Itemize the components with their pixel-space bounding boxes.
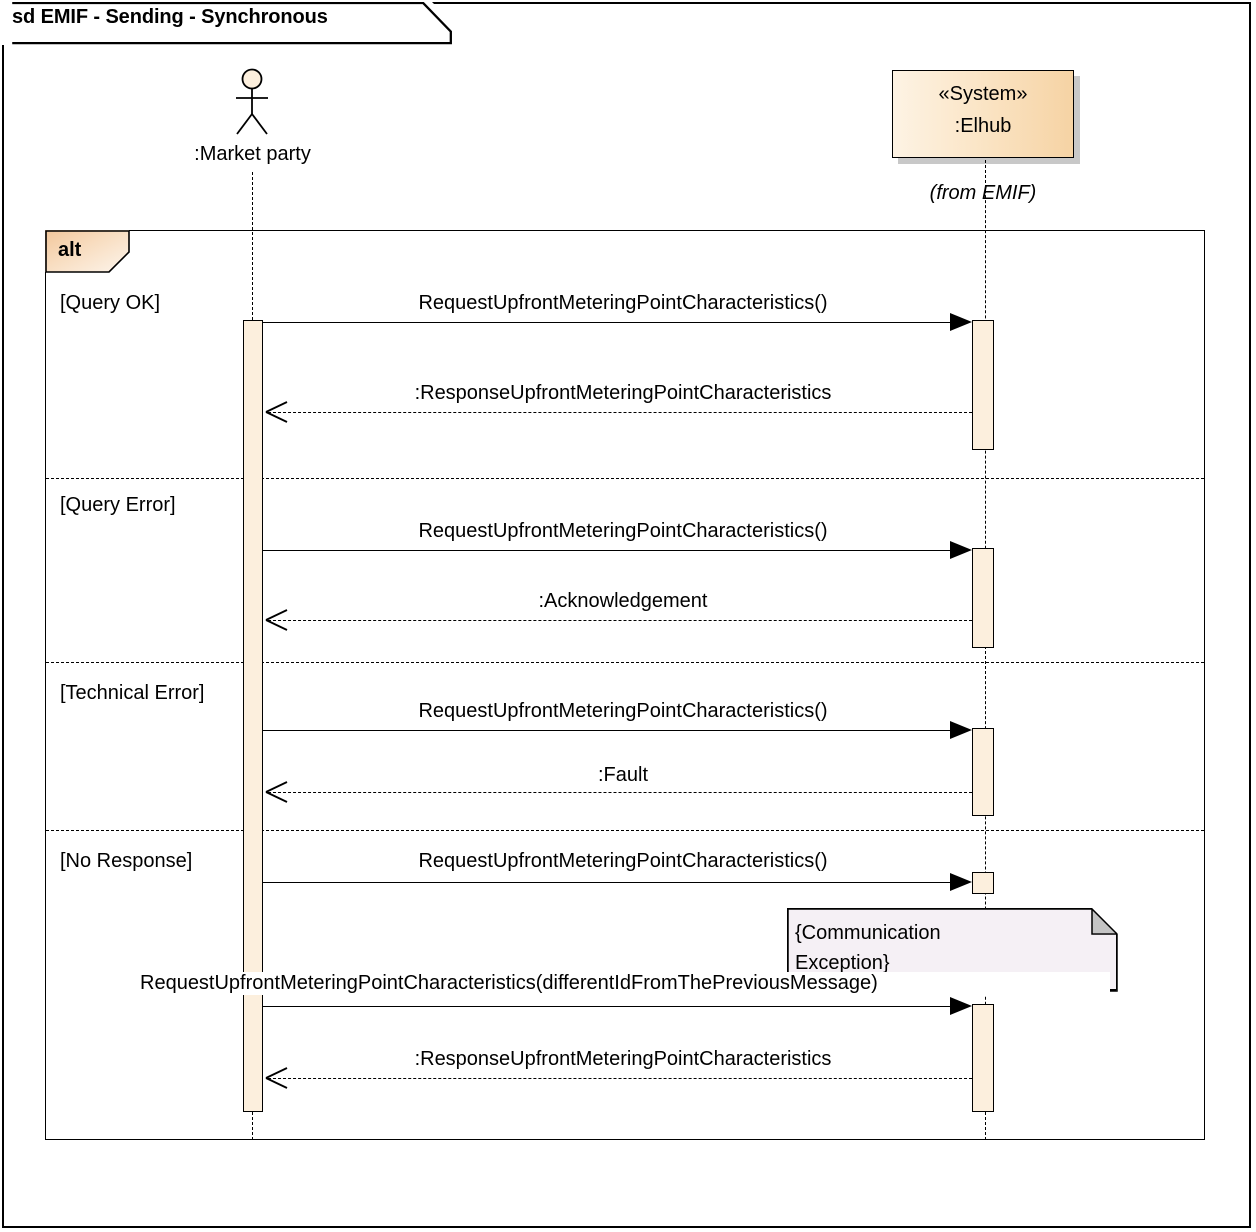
activation-elhub-query-error — [972, 548, 994, 648]
message-label-reply-2: :Acknowledgement — [538, 590, 708, 612]
arrowhead-reply-4 — [265, 1067, 288, 1089]
message-label-request-2: RequestUpfrontMeteringPointCharacteristi… — [418, 520, 828, 542]
message-label-request-3: RequestUpfrontMeteringPointCharacteristi… — [418, 700, 828, 722]
arrowhead-reply-2 — [265, 609, 288, 631]
guard-technical-error: [Technical Error] — [60, 682, 205, 704]
arrowhead-request-5 — [950, 997, 972, 1015]
lifeline-elhub — [985, 160, 986, 1140]
message-line-request-4 — [263, 882, 963, 883]
actor-icon — [236, 68, 268, 135]
message-line-request-1 — [263, 322, 963, 323]
note-text-line-1: {Communication — [795, 922, 941, 944]
guard-query-error: [Query Error] — [60, 494, 176, 516]
message-label-request-5: RequestUpfrontMeteringPointCharacteristi… — [140, 972, 1110, 995]
system-box-elhub: «System» :Elhub — [892, 70, 1074, 158]
actor-label-market-party: :Market party — [194, 143, 311, 165]
arrowhead-reply-1 — [265, 401, 288, 423]
message-line-reply-2 — [268, 620, 972, 621]
message-line-request-2 — [263, 550, 963, 551]
guard-query-ok: [Query OK] — [60, 292, 161, 314]
system-package-qualifier: (from EMIF) — [929, 182, 1037, 204]
activation-elhub-no-response — [972, 872, 994, 894]
message-label-request-4: RequestUpfrontMeteringPointCharacteristi… — [418, 850, 828, 872]
message-label-reply-3: :Fault — [597, 764, 649, 786]
message-line-request-5 — [263, 1006, 963, 1007]
system-stereotype: «System» — [938, 83, 1028, 105]
alt-separator-1 — [46, 478, 1204, 479]
alt-fragment-tab-outline — [45, 230, 130, 273]
message-label-request-1: RequestUpfrontMeteringPointCharacteristi… — [418, 292, 828, 314]
message-line-reply-3 — [268, 792, 972, 793]
message-label-reply-4: :ResponseUpfrontMeteringPointCharacteris… — [414, 1048, 832, 1070]
note-text-line-2: Exception} — [795, 952, 890, 974]
system-name: :Elhub — [954, 115, 1012, 137]
alt-separator-2 — [46, 662, 1204, 663]
message-line-request-3 — [263, 730, 963, 731]
arrowhead-request-1 — [950, 313, 972, 331]
activation-elhub-retry — [972, 1004, 994, 1112]
arrowhead-reply-3 — [265, 781, 288, 803]
arrowhead-request-3 — [950, 721, 972, 739]
activation-market-party-main — [243, 320, 263, 1112]
arrowhead-request-2 — [950, 541, 972, 559]
arrowhead-request-4 — [950, 873, 972, 891]
note-text: {Communication Exception} — [795, 918, 1095, 978]
page-title: sd EMIF - Sending - Synchronous — [12, 6, 328, 28]
alt-fragment-frame — [45, 230, 1205, 1140]
alt-operator-label: alt — [58, 239, 82, 261]
activation-elhub-query-ok — [972, 320, 994, 450]
alt-separator-3 — [46, 830, 1204, 831]
message-line-reply-4 — [268, 1078, 972, 1079]
message-label-reply-1: :ResponseUpfrontMeteringPointCharacteris… — [414, 382, 832, 404]
activation-elhub-technical-error — [972, 728, 994, 816]
message-line-reply-1 — [268, 412, 972, 413]
guard-no-response: [No Response] — [60, 850, 193, 872]
